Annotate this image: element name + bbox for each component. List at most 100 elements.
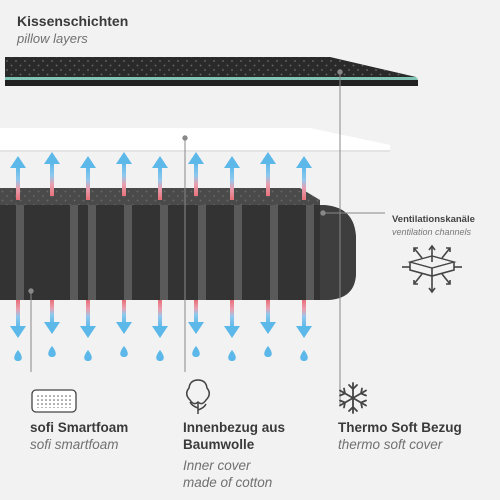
ventilation-title: Ventilationskanäle: [392, 214, 475, 225]
arrow-head: [188, 152, 204, 164]
airflow-up-arrow: [224, 156, 240, 200]
ventilation-channel: [198, 205, 206, 300]
leader-dot-inner-cover: [182, 135, 188, 141]
foam-pattern-icon: [31, 389, 77, 413]
airflow-up-arrow: [116, 152, 132, 196]
water-drop-icon: [156, 350, 164, 361]
water-drop-icon: [264, 346, 272, 357]
ventilation-channel: [16, 205, 24, 300]
arrow-head: [116, 322, 132, 334]
airflow-down-arrow: [10, 300, 26, 361]
airflow-down-arrow: [80, 300, 96, 361]
arrow-shaft: [302, 166, 306, 200]
water-drop-icon: [228, 350, 236, 361]
arrow-shaft: [230, 300, 234, 328]
arrow-head: [224, 156, 240, 168]
thermo-soft-cover-layer: [5, 57, 418, 86]
airflow-down-arrow: [152, 300, 168, 361]
water-drop-icon: [14, 350, 22, 361]
arrow-shaft: [158, 166, 162, 200]
airflow-up-arrow: [188, 152, 204, 196]
smartfoam-core: [0, 188, 356, 300]
arrow-shaft: [266, 300, 270, 324]
arrow-head: [44, 322, 60, 334]
leader-dot-foam: [28, 288, 34, 294]
arrow-head: [296, 326, 312, 338]
leader-dot-cover: [337, 69, 343, 75]
arrow-shaft: [16, 166, 20, 200]
airflow-up-arrows: [10, 152, 312, 200]
ventilation-channel: [270, 205, 278, 300]
ventilation-channel: [70, 205, 78, 300]
arrow-shaft: [266, 162, 270, 196]
arrow-shaft: [16, 300, 20, 328]
arrow-shaft: [50, 300, 54, 324]
leader-dot-ventilation: [320, 210, 326, 216]
airflow-up-arrow: [44, 152, 60, 196]
airflow-down-arrow: [224, 300, 240, 361]
feature-inner-cover-title-line1: Innenbezug aus: [183, 420, 286, 435]
feature-cover-subtitle: thermo soft cover: [338, 437, 443, 452]
water-drop-icon: [84, 350, 92, 361]
airflow-down-arrow: [44, 300, 60, 357]
feature-cover-title: Thermo Soft Bezug: [338, 420, 462, 435]
water-drop-icon: [300, 350, 308, 361]
water-drop-icon: [48, 346, 56, 357]
airflow-up-arrow: [80, 156, 96, 200]
arrow-head: [260, 152, 276, 164]
arrow-head: [296, 156, 312, 168]
ventilation-channel: [160, 205, 168, 300]
leader-lines: [28, 69, 385, 405]
ventilation-channel: [124, 205, 132, 300]
airflow-up-arrow: [152, 156, 168, 200]
arrow-head: [10, 326, 26, 338]
arrow-shaft: [122, 162, 126, 196]
airflow-down-arrow: [188, 300, 204, 357]
arrow-head: [152, 326, 168, 338]
ventilation-channel: [88, 205, 96, 300]
arrow-shaft: [194, 162, 198, 196]
ventilation-channels: [16, 205, 314, 300]
feature-inner-cover-title-line2: Baumwolle: [183, 437, 255, 452]
arrow-shaft: [230, 166, 234, 200]
arrow-shaft: [194, 300, 198, 324]
arrow-head: [10, 156, 26, 168]
feature-inner-cover-subtitle-line1: Inner cover: [183, 458, 251, 473]
airflow-down-arrows: [10, 300, 312, 361]
arrow-head: [188, 322, 204, 334]
airflow-up-arrow: [260, 152, 276, 196]
airflow-up-arrow: [296, 156, 312, 200]
arrow-shaft: [302, 300, 306, 328]
arrow-head: [116, 152, 132, 164]
arrow-shaft: [158, 300, 162, 328]
arrow-shaft: [50, 162, 54, 196]
water-drop-icon: [120, 346, 128, 357]
arrow-head: [44, 152, 60, 164]
inner-cotton-cover-layer: [0, 128, 390, 152]
airflow-down-arrow: [260, 300, 276, 357]
cotton-plant-icon: [186, 379, 210, 414]
arrow-shaft: [86, 300, 90, 328]
arrow-head: [260, 322, 276, 334]
airflow-down-arrow: [116, 300, 132, 357]
arrow-shaft: [122, 300, 126, 324]
feature-foam-subtitle: sofi smartfoam: [30, 437, 119, 452]
water-drop-icon: [192, 346, 200, 357]
feature-inner-cover-subtitle-line2: made of cotton: [183, 475, 273, 490]
arrow-head: [152, 156, 168, 168]
header-subtitle: pillow layers: [17, 31, 88, 46]
airflow-up-arrow: [10, 156, 26, 200]
ventilation-channel: [306, 205, 314, 300]
arrow-head: [80, 326, 96, 338]
airflow-arrows-icon: [402, 244, 462, 294]
arrow-shaft: [86, 166, 90, 200]
header-title: Kissenschichten: [17, 13, 129, 29]
ventilation-channel: [234, 205, 242, 300]
arrow-head: [80, 156, 96, 168]
arrow-head: [224, 326, 240, 338]
feature-foam-title: sofi Smartfoam: [30, 420, 129, 435]
airflow-down-arrow: [296, 300, 312, 361]
snowflake-icon: [339, 382, 367, 414]
